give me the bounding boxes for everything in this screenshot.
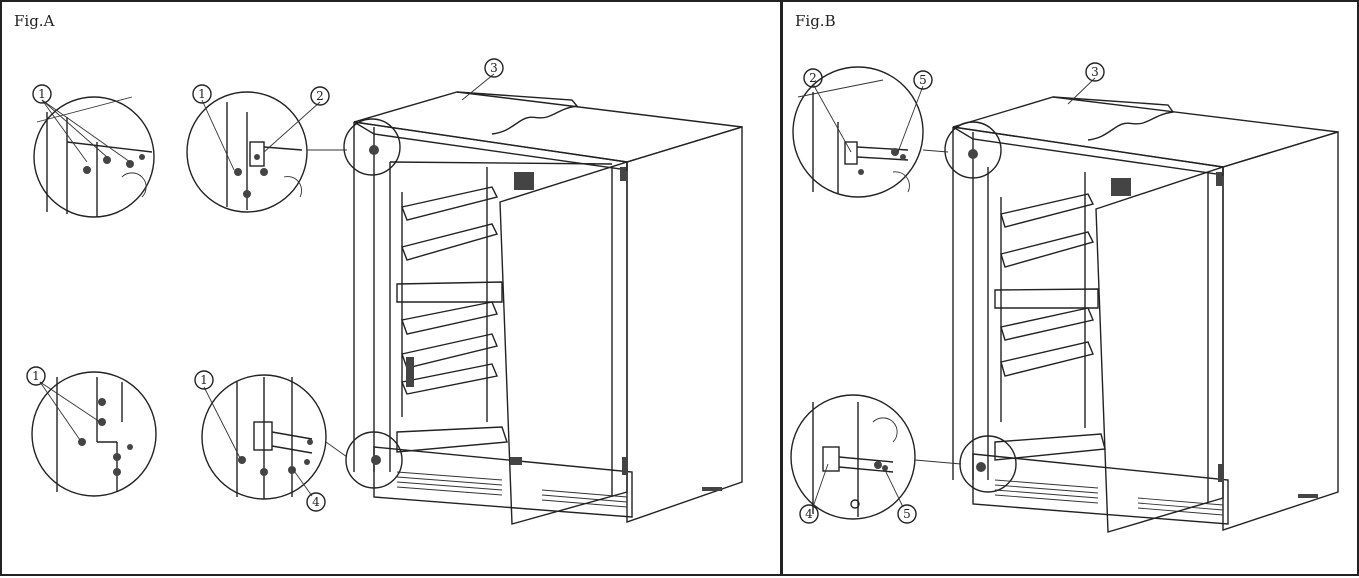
- leader-lines: [812, 77, 1096, 508]
- detail-circle-bottom-middle: [201, 374, 348, 500]
- figure-a-label: Fig.A: [14, 12, 55, 30]
- figure-b-drawing: 2 5 3 4 5: [790, 62, 1339, 533]
- detail-circle-top-left: [33, 96, 155, 218]
- callout-1c: 1: [26, 366, 46, 386]
- detail-circle-bottom-left: [31, 371, 157, 497]
- svg-text:2: 2: [316, 89, 324, 103]
- callout-3: 3: [1085, 62, 1105, 82]
- svg-text:1: 1: [32, 369, 40, 383]
- figure-b-panel: Fig.B: [781, 0, 1359, 576]
- callout-5a: 5: [913, 70, 933, 90]
- figure-a-panel: Fig.A: [0, 0, 782, 576]
- callout-2: 2: [310, 86, 330, 106]
- callout-4: 4: [799, 504, 819, 524]
- refrigerator-cabinet: [944, 96, 1339, 533]
- svg-text:3: 3: [1091, 65, 1099, 79]
- detail-circle-bottom: [790, 394, 962, 520]
- detail-circle-top: [792, 66, 949, 198]
- callout-2: 2: [803, 68, 823, 88]
- svg-text:1: 1: [198, 87, 206, 101]
- callout-1b: 1: [192, 84, 212, 104]
- callout-3: 3: [484, 58, 504, 78]
- svg-text:1: 1: [38, 87, 46, 101]
- figure-a-drawing: 1 1 2 3 1 1 4: [26, 58, 743, 525]
- svg-text:5: 5: [903, 507, 911, 521]
- svg-text:4: 4: [312, 495, 320, 509]
- refrigerator-cabinet: [343, 91, 743, 525]
- callout-4: 4: [306, 492, 326, 512]
- svg-text:3: 3: [490, 61, 498, 75]
- svg-text:5: 5: [919, 73, 927, 87]
- svg-text:1: 1: [200, 373, 208, 387]
- svg-text:2: 2: [809, 71, 817, 85]
- detail-circle-top-middle: [186, 91, 347, 213]
- callout-1a: 1: [32, 84, 52, 104]
- callout-5b: 5: [897, 504, 917, 524]
- svg-text:4: 4: [805, 507, 813, 521]
- callout-1d: 1: [194, 370, 214, 390]
- leader-lines: [39, 73, 495, 497]
- figure-b-label: Fig.B: [795, 12, 836, 30]
